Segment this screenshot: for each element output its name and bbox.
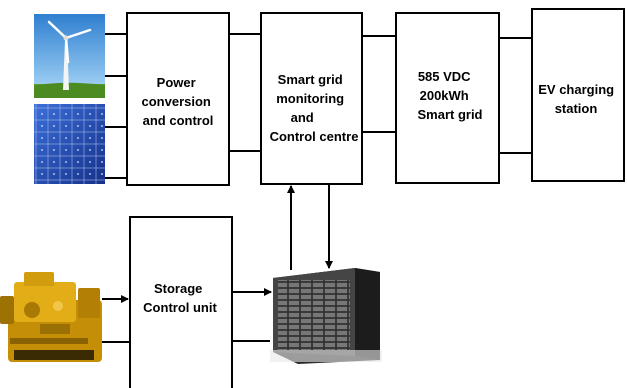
power-conversion-line-2: conversion bbox=[142, 94, 211, 109]
monitoring-line-3: and bbox=[291, 110, 314, 125]
power-conversion-line-3: and control bbox=[143, 113, 214, 128]
svg-text:Storage Control unit: Storage Control unit bbox=[143, 281, 217, 315]
smart-grid-line-3: Smart grid bbox=[417, 107, 482, 122]
smart-grid-585vdc-block: 585 VDC 200kWh Smart grid bbox=[395, 12, 500, 184]
storage-control-unit-block: Storage Control unit bbox=[129, 216, 233, 388]
smart-grid-line-2: 200kWh bbox=[420, 88, 469, 103]
battery-storage-image bbox=[270, 268, 382, 364]
arrows bbox=[102, 184, 333, 303]
connectors bbox=[102, 33, 532, 343]
storage-control-line-2: Control unit bbox=[143, 300, 217, 315]
monitoring-line-1: Smart grid bbox=[278, 72, 343, 87]
power-conversion-line-1: Power bbox=[157, 75, 196, 90]
smart-grid-monitoring-block: Smart grid monitoring and Control centre bbox=[260, 12, 363, 185]
ev-charging-station-block: EV charging station bbox=[531, 8, 625, 182]
storage-control-line-1: Storage bbox=[154, 281, 202, 296]
svg-text:EV charging station: EV charging station bbox=[538, 82, 617, 116]
diesel-generator-image bbox=[0, 272, 102, 362]
ev-charging-line-1: EV charging bbox=[538, 82, 614, 97]
svg-text:585 VDC 200kWh Sma: 585 VDC 200kWh Smart grid bbox=[417, 69, 482, 122]
svg-text:Power conversion a: Power conversion and control bbox=[142, 75, 215, 128]
solar-panel-image bbox=[34, 104, 105, 184]
ev-charging-line-2: station bbox=[555, 101, 598, 116]
svg-text:Smart grid monitoring: Smart grid monitoring and Control centre bbox=[270, 72, 359, 144]
monitoring-line-2: monitoring bbox=[276, 91, 344, 106]
smart-grid-line-1: 585 VDC bbox=[418, 69, 471, 84]
wind-turbine-image bbox=[34, 14, 105, 98]
power-conversion-block: Power conversion and control bbox=[126, 12, 230, 186]
monitoring-line-4: Control centre bbox=[270, 129, 359, 144]
